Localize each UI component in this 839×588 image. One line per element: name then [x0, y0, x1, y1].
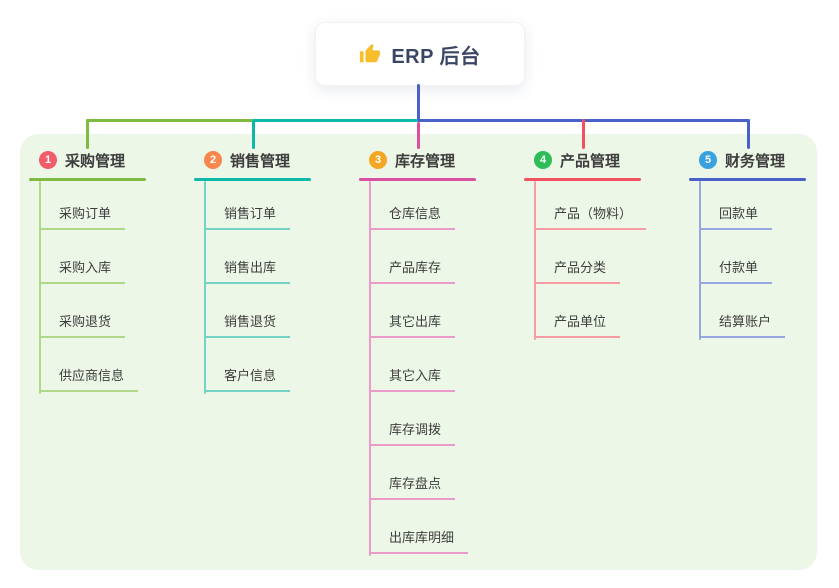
child-node[interactable]: 回款单 [699, 206, 773, 230]
branch-label: 产品管理 [560, 152, 621, 170]
branch-node-5: 5 财务管理回款单付款单结算账户 [689, 146, 839, 340]
connector-drop-5 [747, 119, 750, 149]
child-node[interactable]: 采购入库 [39, 260, 126, 284]
children-connector-line [369, 181, 371, 556]
branch-underline [359, 178, 476, 181]
child-node[interactable]: 采购退货 [39, 314, 126, 338]
children-connector-line [699, 181, 701, 340]
branch-header-2[interactable]: 2 销售管理 [194, 146, 370, 174]
child-node[interactable]: 产品单位 [534, 314, 621, 338]
child-node[interactable]: 产品（物料） [534, 206, 647, 230]
connector-drop-2 [252, 119, 255, 149]
child-node[interactable]: 销售退货 [204, 314, 291, 338]
child-node[interactable]: 产品分类 [534, 260, 621, 284]
child-node[interactable]: 供应商信息 [39, 368, 139, 392]
connector-segment-green [86, 119, 253, 122]
branch-node-3: 3 库存管理仓库信息产品库存其它出库其它入库库存调拨库存盘点出库库明细 [359, 146, 535, 556]
connector-drop-1 [86, 119, 89, 149]
children-connector-line [204, 181, 206, 394]
branch-number-badge: 3 [369, 151, 387, 169]
branch-node-1: 1 采购管理采购订单采购入库采购退货供应商信息 [29, 146, 205, 394]
child-node[interactable]: 销售出库 [204, 260, 291, 284]
child-node[interactable]: 库存调拨 [369, 422, 456, 446]
branch-underline [194, 178, 311, 181]
branch-header-5[interactable]: 5 财务管理 [689, 146, 839, 174]
child-node[interactable]: 出库库明细 [369, 530, 469, 554]
branch-label: 采购管理 [65, 152, 126, 170]
branches-panel [20, 134, 817, 570]
connector-drop-3 [417, 122, 420, 149]
child-node[interactable]: 其它出库 [369, 314, 456, 338]
child-node[interactable]: 其它入库 [369, 368, 456, 392]
branch-node-4: 4 产品管理产品（物料） 产品分类产品单位 [524, 146, 700, 340]
root-title: ERP 后台 [391, 45, 481, 68]
child-node[interactable]: 库存盘点 [369, 476, 456, 500]
child-node[interactable]: 付款单 [699, 260, 773, 284]
branch-number-badge: 5 [699, 151, 717, 169]
branch-label: 库存管理 [395, 152, 456, 170]
child-node[interactable]: 客户信息 [204, 368, 291, 392]
child-node[interactable]: 仓库信息 [369, 206, 456, 230]
branch-label: 财务管理 [725, 152, 786, 170]
root-node[interactable]: ERP 后台 [315, 22, 525, 86]
branch-header-1[interactable]: 1 采购管理 [29, 146, 205, 174]
branch-number-badge: 4 [534, 151, 552, 169]
child-node[interactable]: 销售订单 [204, 206, 291, 230]
children-connector-line [534, 181, 536, 340]
branch-underline [689, 178, 806, 181]
connector-segment-teal [253, 119, 418, 122]
root-connector-line [417, 84, 420, 122]
branch-number-badge: 1 [39, 151, 57, 169]
child-node[interactable]: 结算账户 [699, 314, 786, 338]
branch-header-3[interactable]: 3 库存管理 [359, 146, 535, 174]
branch-label: 销售管理 [230, 152, 291, 170]
children-connector-line [39, 181, 41, 394]
child-node[interactable]: 产品库存 [369, 260, 456, 284]
branch-node-2: 2 销售管理销售订单销售出库销售退货客户信息 [194, 146, 370, 394]
branch-underline [29, 178, 146, 181]
child-node[interactable]: 采购订单 [39, 206, 126, 230]
connector-drop-4 [582, 119, 585, 149]
branch-number-badge: 2 [204, 151, 222, 169]
branch-header-4[interactable]: 4 产品管理 [524, 146, 700, 174]
branch-underline [524, 178, 641, 181]
thumbs-up-icon [360, 43, 381, 63]
